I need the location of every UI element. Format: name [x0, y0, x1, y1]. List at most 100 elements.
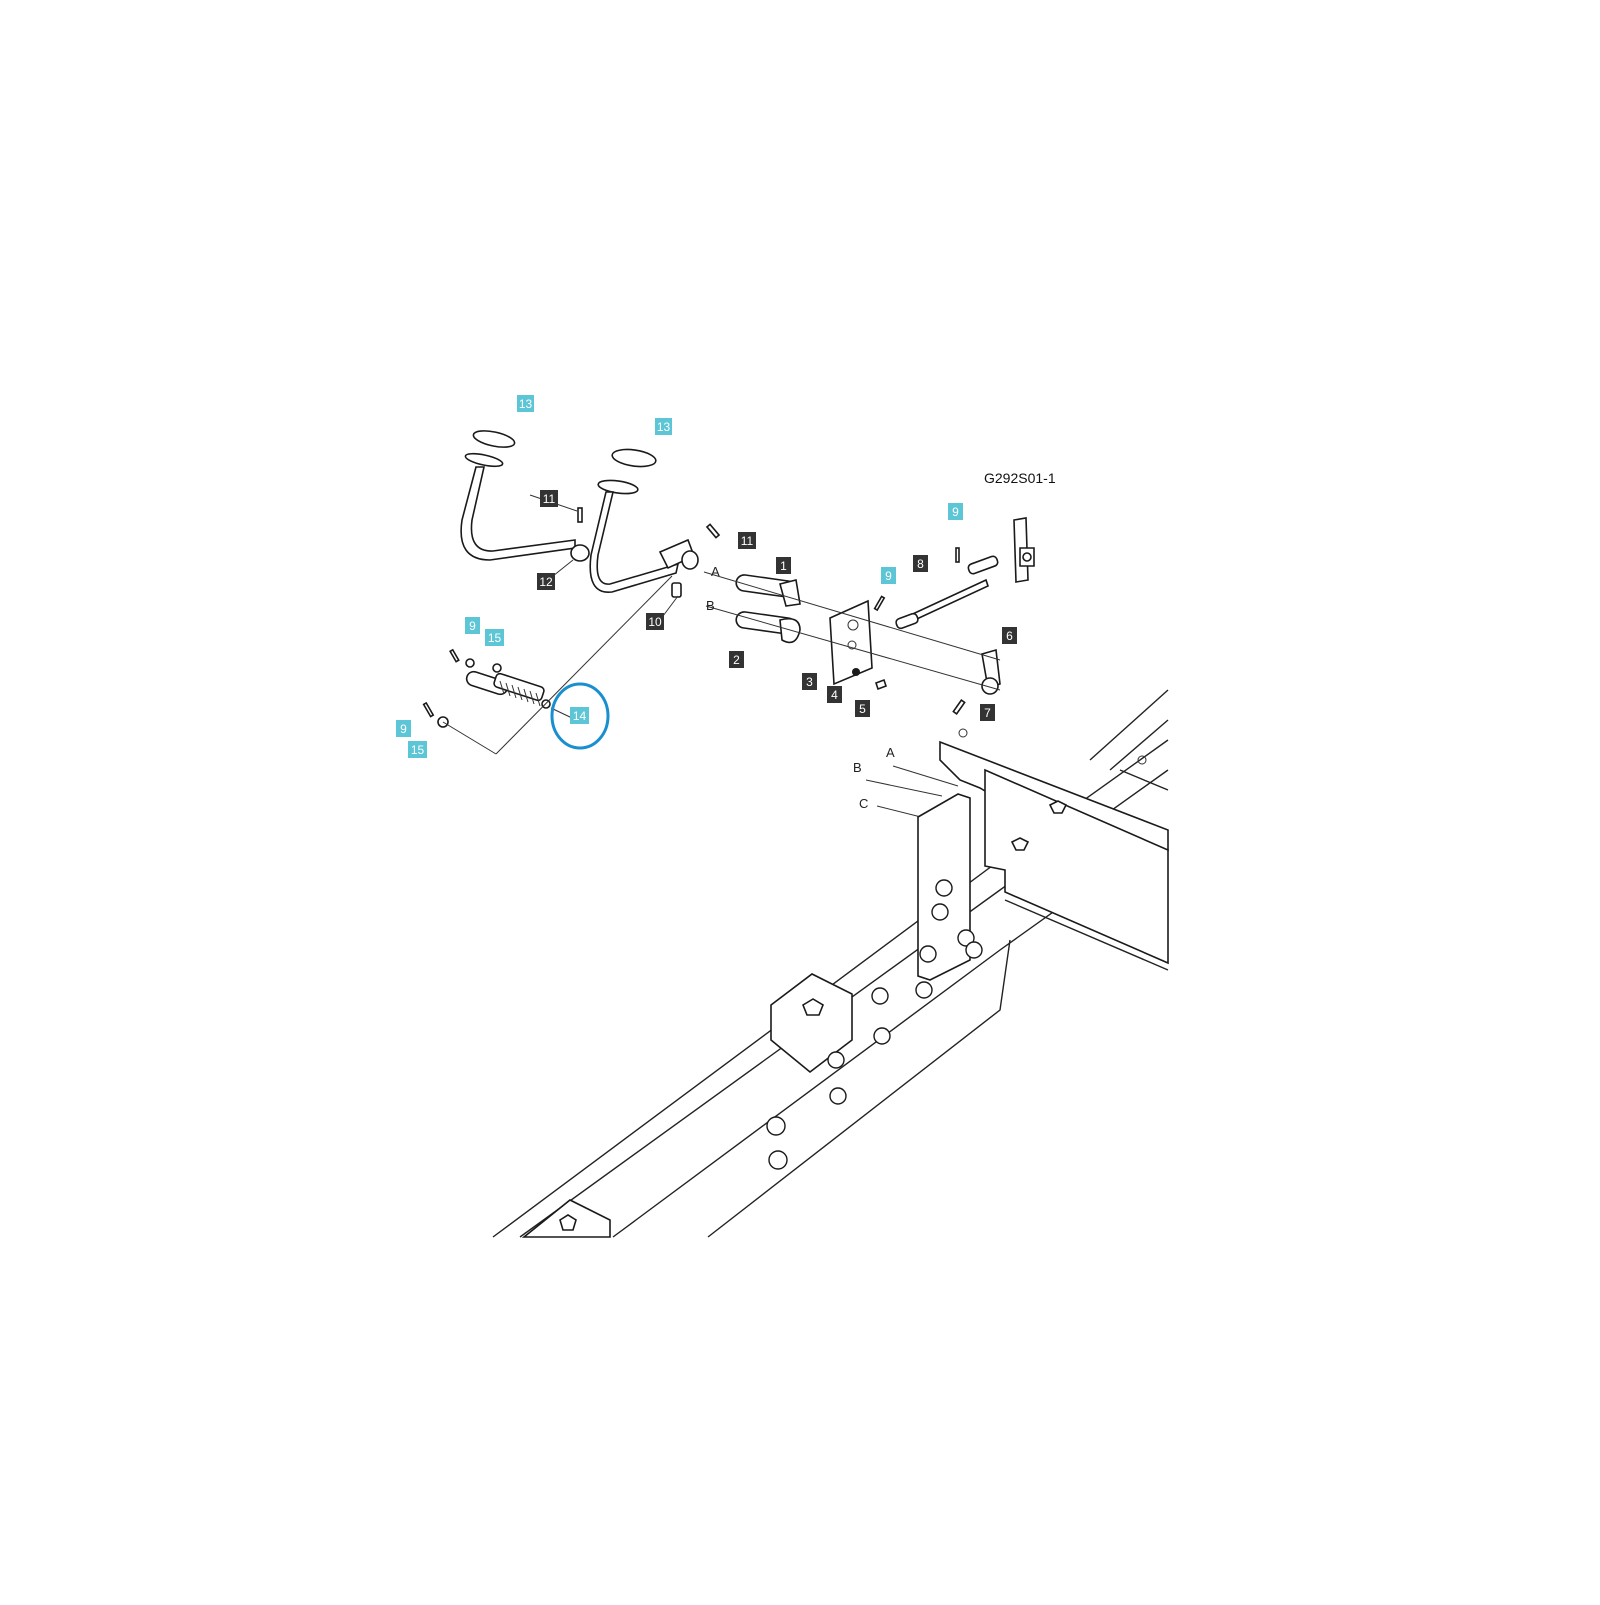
- cross-member-b-lower: [1004, 899, 1169, 971]
- part-label: 13: [655, 418, 672, 435]
- axis-line-b: [705, 605, 1001, 691]
- part-label: 8: [913, 555, 928, 572]
- svg-text:6: 6: [1006, 629, 1013, 643]
- part-label: 9: [465, 617, 480, 634]
- bracket-hole: [1022, 552, 1032, 562]
- svg-text:1: 1: [780, 559, 787, 573]
- pedal-arm-right: [589, 491, 680, 593]
- svg-text:11: 11: [543, 492, 556, 506]
- svg-text:9: 9: [469, 619, 476, 633]
- rail-lower-edge: [707, 939, 1011, 1238]
- pedal-arm-right-tab: [671, 582, 682, 598]
- cross-pentagon-hole-2: [1010, 837, 1030, 851]
- part-label: 3: [802, 673, 817, 690]
- part-label: 10: [646, 613, 664, 630]
- spring-coil: [493, 672, 545, 702]
- nut: [829, 1087, 847, 1105]
- pin-9-top: [955, 547, 960, 563]
- svg-text:11: 11: [741, 534, 754, 548]
- nut: [768, 1150, 788, 1170]
- nut: [766, 1116, 786, 1136]
- svg-text:9: 9: [400, 722, 407, 736]
- nut: [827, 1051, 845, 1069]
- pedal-plate-right: [597, 479, 639, 495]
- part-labels: 13 13 11 11 12 10 1 2 3 4 5 6 7 8 9 9 9 …: [396, 395, 1017, 758]
- svg-text:15: 15: [411, 743, 425, 757]
- part-label: 15: [485, 629, 504, 646]
- nut: [871, 987, 889, 1005]
- axis-line-a: [703, 571, 1001, 661]
- spring-coil-turns: [499, 680, 541, 707]
- svg-text:7: 7: [984, 706, 991, 720]
- pedal-pad-left: [472, 430, 516, 448]
- svg-text:13: 13: [657, 420, 671, 434]
- svg-text:12: 12: [539, 575, 553, 589]
- pedal-arm-left: [460, 466, 576, 561]
- cross-hole-b: [1137, 755, 1147, 765]
- part-label: 9: [881, 567, 896, 584]
- leader-14: [550, 707, 573, 719]
- ref-letter-c-frame: C: [859, 796, 868, 811]
- part-label: 2: [729, 651, 744, 668]
- pin-11-b: [705, 523, 721, 539]
- nut: [935, 879, 953, 897]
- svg-text:9: 9: [952, 505, 959, 519]
- cross-member-b: [984, 768, 1169, 965]
- upper-rail-edge-2: [1109, 719, 1169, 771]
- svg-text:2: 2: [733, 653, 740, 667]
- part-label: 4: [827, 686, 842, 703]
- svg-text:10: 10: [648, 615, 662, 629]
- nut: [919, 945, 937, 963]
- washer-15-upper: [465, 658, 475, 668]
- part-label: 11: [540, 490, 558, 507]
- leader-c: [876, 805, 926, 819]
- plate-hole-upper: [847, 619, 859, 631]
- shafts: [735, 574, 801, 644]
- pin-9-mid: [873, 595, 886, 612]
- pedal-assembly: [460, 430, 721, 598]
- lever-6-boss: [981, 677, 999, 695]
- spring-axis-line: [495, 575, 673, 755]
- highlight-ring: [550, 682, 610, 750]
- bolt-5: [874, 678, 888, 691]
- svg-text:13: 13: [519, 397, 533, 411]
- ref-letter-a-shaft: A: [711, 564, 720, 579]
- cross-pentagon-hole-1: [1048, 800, 1068, 814]
- part-label: 7: [980, 704, 995, 721]
- part-label: 5: [855, 700, 870, 717]
- pedal-pad-right: [611, 448, 657, 468]
- spring-clip: [492, 663, 502, 673]
- svg-text:9: 9: [885, 569, 892, 583]
- part-label: 1: [776, 557, 791, 574]
- nut-4: [852, 668, 860, 676]
- part-label: 9: [396, 720, 411, 737]
- spring-assembly: [422, 648, 551, 728]
- pedal-arm-right-boss: [681, 550, 699, 570]
- part-label: 13: [517, 395, 534, 412]
- linkage: [873, 517, 1035, 715]
- svg-text:14: 14: [573, 709, 587, 723]
- rod-8-end-right: [967, 555, 999, 575]
- ref-letter-b-shaft: B: [706, 598, 715, 613]
- rod-8-end-left: [895, 612, 919, 630]
- part-label: 9: [948, 503, 963, 520]
- part-label: 11: [738, 532, 756, 549]
- pedal-plate-left: [464, 452, 504, 468]
- side-bracket-hole: [802, 998, 824, 1016]
- pin-9-lower: [422, 701, 435, 718]
- pin-9-upper: [449, 648, 460, 663]
- shaft-1-arm: [779, 579, 801, 607]
- nut: [965, 941, 983, 959]
- frame-nuts: [766, 879, 983, 1170]
- svg-text:15: 15: [488, 631, 502, 645]
- nut: [957, 929, 975, 947]
- rail-end-hole: [559, 1214, 577, 1231]
- reference-letters: A B A B C: [706, 564, 895, 811]
- nut: [931, 903, 949, 921]
- pin-7: [952, 699, 966, 715]
- plate-hole-lower: [847, 640, 857, 650]
- shaft-2-gear: [779, 617, 801, 644]
- side-bracket: [770, 973, 853, 1074]
